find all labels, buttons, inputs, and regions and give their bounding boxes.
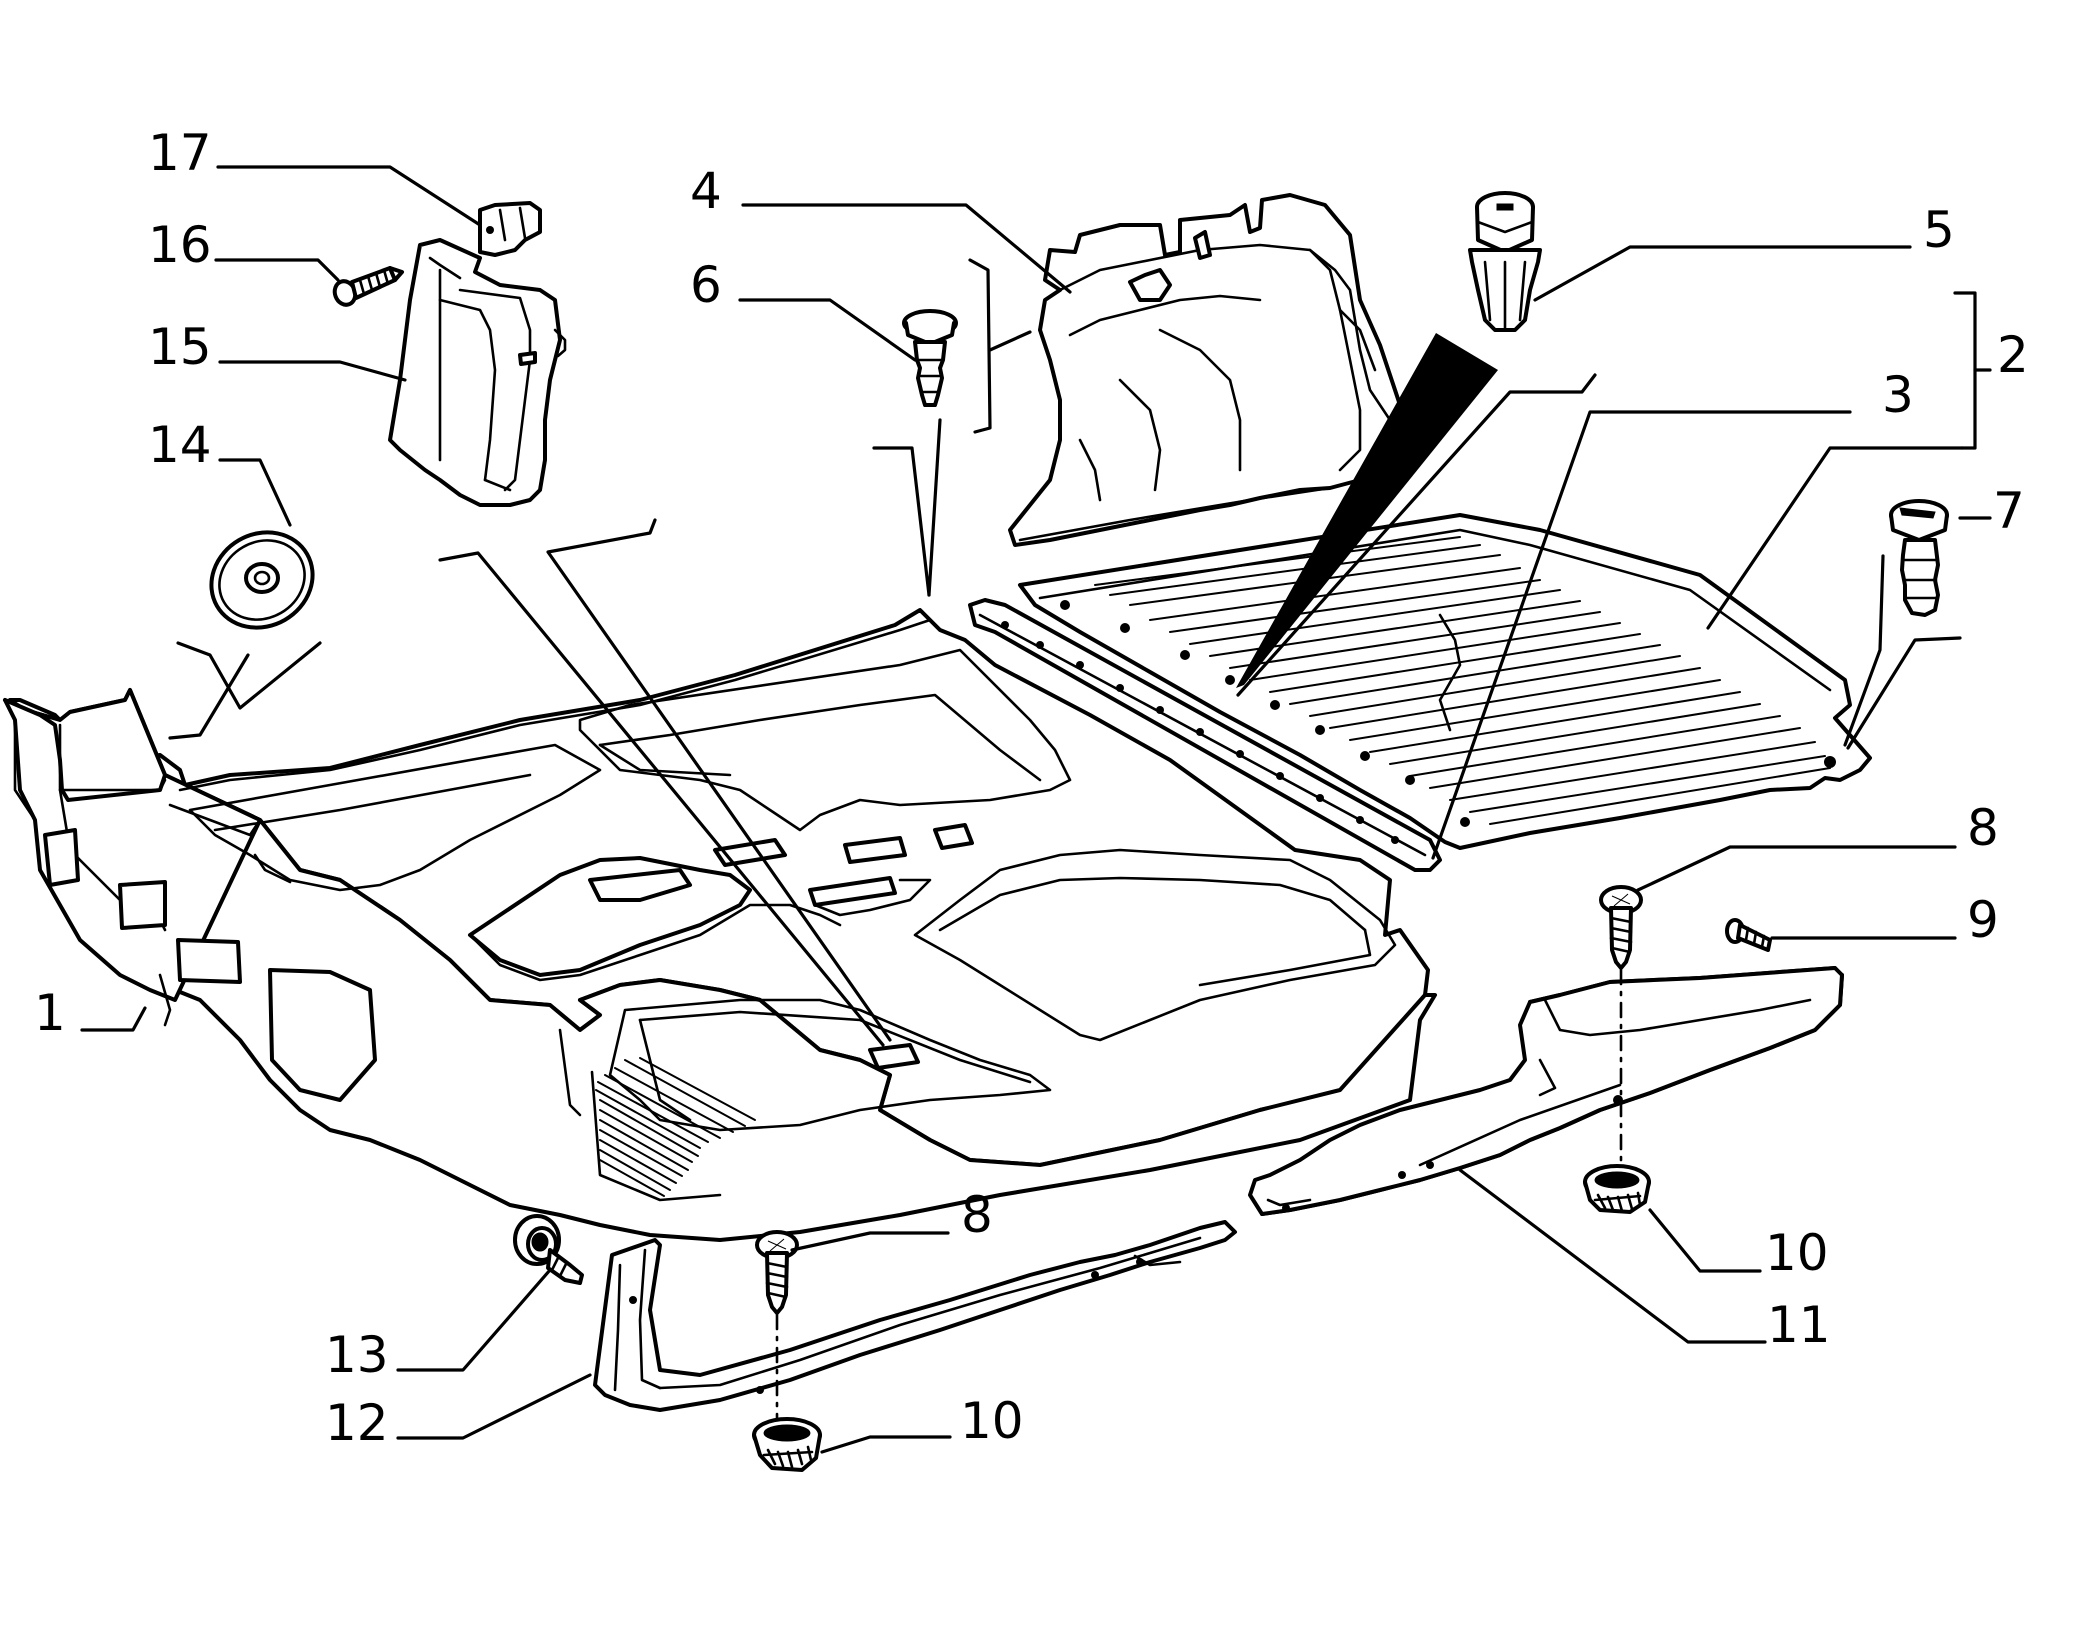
leader-15-to-carpet-b xyxy=(546,518,892,1042)
leader-5 xyxy=(1533,245,1912,302)
plug-part-14 xyxy=(209,530,315,630)
leader-6-to-carpet-a xyxy=(872,446,931,597)
leader-17 xyxy=(216,165,482,227)
screw-part-9 xyxy=(1725,918,1772,952)
leader-11 xyxy=(1458,1168,1767,1344)
callout-1: 1 xyxy=(34,984,66,1042)
push-pin-part-6 xyxy=(902,309,958,407)
push-pin-part-7 xyxy=(1889,499,1949,617)
callout-labels: 1 2 3 4 5 6 7 8 8 9 10 10 11 12 13 14 15… xyxy=(34,124,2029,1452)
leader-5-wedge xyxy=(1236,333,1498,688)
leader-14 xyxy=(218,458,292,527)
sill-trim-part-11 xyxy=(1248,966,1844,1216)
grommet-part-10-right xyxy=(1583,1164,1651,1214)
callout-10-lower: 10 xyxy=(960,1392,1024,1450)
leader-1 xyxy=(80,1006,147,1032)
leader-2-to-mat xyxy=(1706,446,1964,630)
callout-8-lower: 8 xyxy=(961,1186,993,1244)
leader-8-lower xyxy=(790,1231,950,1252)
leader-6 xyxy=(738,298,917,362)
callout-11: 11 xyxy=(1767,1296,1831,1354)
callout-7: 7 xyxy=(1993,482,2025,540)
main-floor-carpet xyxy=(3,608,1437,1242)
callout-4: 4 xyxy=(690,162,722,220)
leader-6-to-carpet-b xyxy=(927,418,942,597)
callout-3: 3 xyxy=(1882,366,1914,424)
callout-12: 12 xyxy=(325,1394,389,1452)
leader-10-right xyxy=(1648,1208,1762,1273)
leader-lines xyxy=(80,165,1992,1454)
assembly-axis-lines xyxy=(775,968,1623,1422)
leader-8-upper xyxy=(1636,845,1957,892)
sill-trim-part-12 xyxy=(593,1220,1237,1412)
side-cover-panel xyxy=(388,238,567,507)
rear-carpet-mat xyxy=(1018,513,1872,850)
leader-14-group xyxy=(176,641,322,710)
callout-9: 9 xyxy=(1967,891,1999,949)
leader-13 xyxy=(396,1268,552,1372)
leader-12 xyxy=(396,1373,592,1440)
leader-15 xyxy=(218,360,407,382)
callout-15: 15 xyxy=(148,318,212,376)
callout-10-right: 10 xyxy=(1765,1224,1829,1282)
expansion-plug-part-5 xyxy=(1468,191,1542,332)
screw-part-16 xyxy=(332,266,404,307)
callout-6: 6 xyxy=(690,256,722,314)
clip-part-17 xyxy=(478,201,542,257)
callout-17: 17 xyxy=(148,124,212,182)
callout-14: 14 xyxy=(148,416,212,474)
callout-5: 5 xyxy=(1923,201,1955,259)
callout-2: 2 xyxy=(1997,326,2029,384)
screw-part-8-lower xyxy=(755,1230,799,1315)
grommet-part-10-lower xyxy=(752,1417,822,1472)
leader-16 xyxy=(214,258,340,282)
leader-10-lower xyxy=(820,1435,952,1454)
leader-7-group-b xyxy=(1846,636,1962,750)
leader-4-6-link xyxy=(988,330,1032,352)
leader-4 xyxy=(741,203,1072,294)
callout-8-upper: 8 xyxy=(1967,799,1999,857)
retainer-part-13 xyxy=(513,1214,584,1285)
leader-7-group-a xyxy=(1843,554,1885,747)
callout-16: 16 xyxy=(148,216,212,274)
screw-part-8-upper xyxy=(1599,885,1643,970)
leader-3 xyxy=(1431,410,1852,860)
carpet-trim-strip xyxy=(968,598,1442,872)
leader-14-to-carpet xyxy=(168,653,250,740)
leader-3-group xyxy=(1236,373,1597,697)
rear-side-panel xyxy=(1008,193,1412,547)
leader-15-to-carpet-a xyxy=(438,551,885,1047)
callout-13: 13 xyxy=(325,1326,389,1384)
front-carpet-ribs xyxy=(595,1057,756,1197)
